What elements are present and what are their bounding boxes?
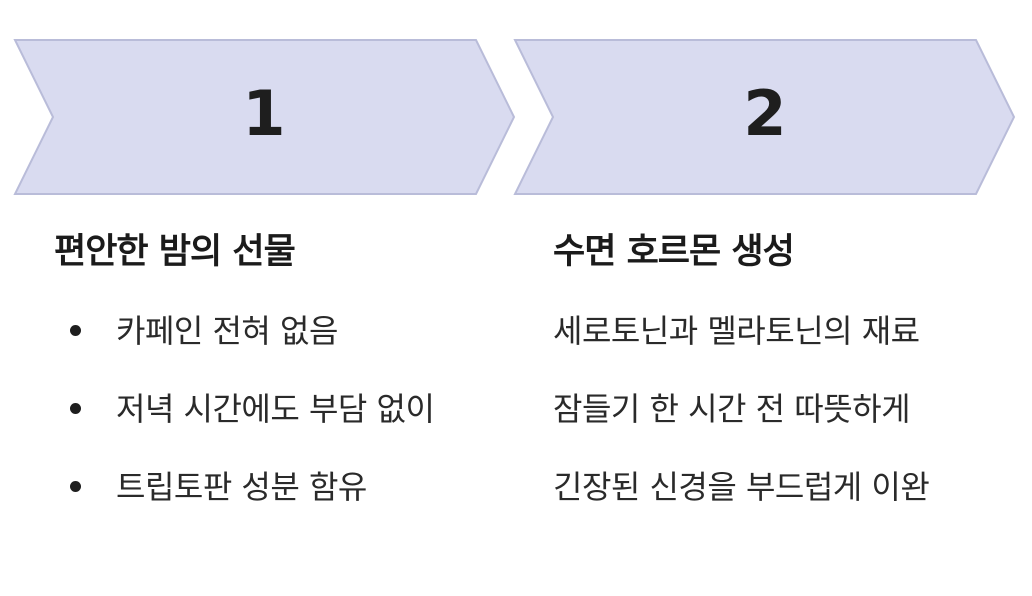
bullet-icon (70, 403, 81, 414)
list-item-text: 긴장된 신경을 부드럽게 이완 (553, 468, 930, 506)
list-item: 잠들기 한 시간 전 따뜻하게 (553, 384, 1023, 434)
list-item-text: 세로토닌과 멜라토닌의 재료 (553, 312, 920, 350)
list-item: 세로토닌과 멜라토닌의 재료 (553, 306, 1023, 356)
chevron-step-2 (513, 39, 1016, 195)
chevron-step-1 (13, 39, 516, 195)
bullet-icon (70, 481, 81, 492)
list-item-text: 저녁 시간에도 부담 없이 (116, 390, 435, 428)
list-item: 카페인 전혀 없음 (54, 306, 494, 356)
step-2-number: 2 (743, 77, 787, 150)
list-item-text: 잠들기 한 시간 전 따뜻하게 (553, 390, 911, 428)
list-item-text: 카페인 전혀 없음 (116, 312, 338, 350)
step-2-content: 수면 호르몬 생성 세로토닌과 멜라토닌의 재료 잠들기 한 시간 전 따뜻하게… (553, 228, 1023, 540)
step-2-title: 수면 호르몬 생성 (553, 232, 795, 272)
step-1-number: 1 (242, 77, 286, 150)
bullet-icon (70, 325, 81, 336)
list-item: 트립토판 성분 함유 (54, 462, 494, 512)
list-item: 긴장된 신경을 부드럽게 이완 (553, 462, 1023, 512)
step-1-content: 편안한 밤의 선물 카페인 전혀 없음 저녁 시간에도 부담 없이 트립토판 성… (54, 228, 494, 540)
step-1-title: 편안한 밤의 선물 (54, 232, 296, 272)
list-item: 저녁 시간에도 부담 없이 (54, 384, 494, 434)
list-item-text: 트립토판 성분 함유 (116, 468, 367, 506)
